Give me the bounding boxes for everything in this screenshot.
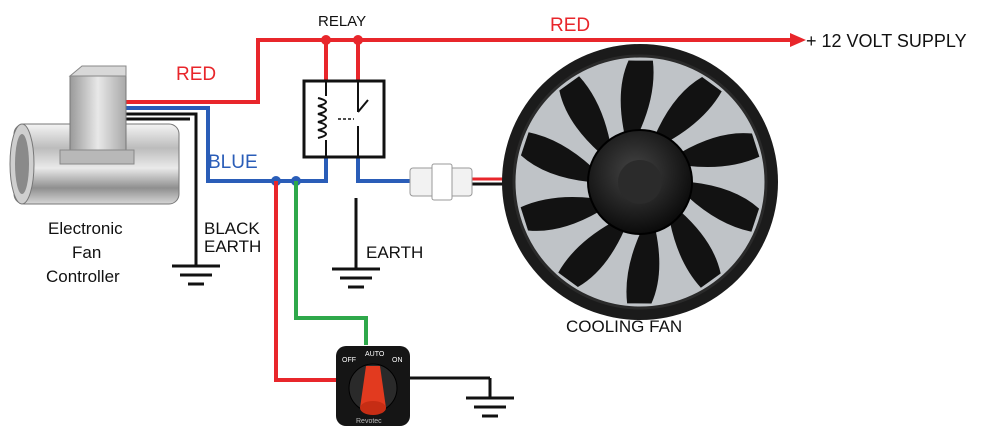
switch-off-label: OFF [342,357,356,364]
switch-auto-label: AUTO [365,351,385,358]
electronic-fan-controller-icon [9,65,180,205]
relay-label: RELAY [318,13,366,30]
fan-connector-icon [409,163,473,201]
red-supply-wire [124,33,806,104]
blue-wire-label: BLUE [208,152,258,173]
switch-on-label: ON [392,357,403,364]
rotary-switch-icon [336,346,410,426]
fan-blade [669,211,721,288]
controller-label-line1: Electronic [48,219,123,238]
ground-symbol-icon [172,264,220,286]
controller-label-line3: Controller [46,267,120,286]
fan-blade [626,229,660,304]
fan-blade [687,182,760,232]
supply-label: + 12 VOLT SUPPLY [806,31,967,51]
ground-symbol-icon [332,267,380,289]
earth-label: EARTH [366,243,423,262]
relay-icon [302,79,386,159]
fan-blade [558,222,625,288]
fan-blade [520,196,600,231]
controller-label-line2: Fan [72,243,101,262]
fan-blade [520,132,593,182]
ground-symbol-icon [466,396,514,418]
red-switch-wire [274,181,338,382]
fan-blade [559,76,611,153]
red-wire-label-right: RED [550,15,590,36]
red-wire-label-left: RED [176,64,216,85]
black-earth-wires [124,112,492,398]
black-earth-label-line1: BLACK [204,219,260,238]
black-earth-label-line2: EARTH [204,237,261,256]
cooling-fan-icon [502,44,778,320]
fan-blade [620,60,654,135]
fan-blade [655,76,722,142]
fan-blade [680,133,760,168]
switch-brand-label: Revotec [356,418,382,425]
green-switch-wire [294,181,368,345]
cooling-fan-label: COOLING FAN [566,317,682,336]
